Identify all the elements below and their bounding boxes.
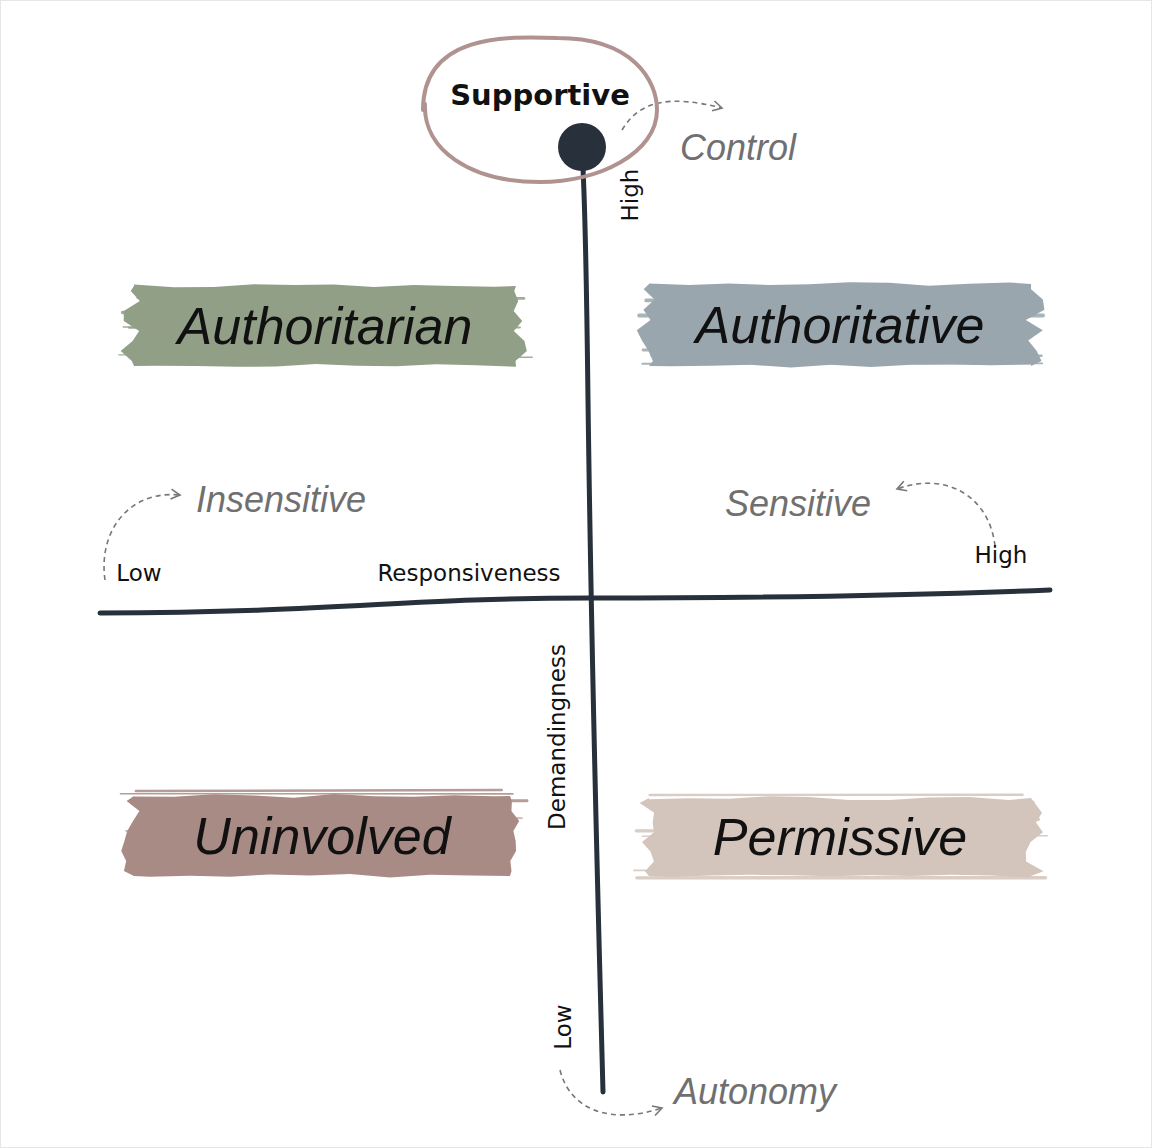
axis-pole-label: Insensitive	[196, 479, 366, 521]
axis-end-label: High	[617, 169, 643, 222]
axis-title: Responsiveness	[377, 560, 560, 586]
sensitive-arrow	[897, 483, 995, 546]
style-name: Uninvolved	[193, 806, 450, 866]
axis-end-label: High	[975, 542, 1028, 568]
style-band: Permissive	[627, 788, 1053, 886]
axis-title: Demandingness	[544, 644, 570, 830]
highlight-ellipse	[423, 37, 657, 182]
style-name: Permissive	[713, 807, 967, 867]
responsiveness-axis	[100, 590, 1050, 613]
brush-streak	[650, 794, 1023, 797]
brush-streak	[642, 362, 1042, 364]
brush-streak	[132, 801, 499, 805]
axis-end-label: Low	[116, 560, 161, 586]
brush-streak	[634, 870, 1030, 873]
brush-stroke	[121, 794, 519, 877]
style-band: Authoritarian	[112, 276, 538, 376]
brush-streak	[637, 876, 1046, 880]
demandingness-axis	[582, 150, 603, 1092]
control-arrow	[622, 101, 722, 130]
brush-streak	[121, 793, 513, 795]
axis-dot	[558, 123, 606, 171]
highlight-text: Supportive	[450, 78, 630, 112]
axis-pole-label: Autonomy	[674, 1071, 836, 1113]
axis-pole-label: Sensitive	[725, 483, 871, 525]
brush-streak	[659, 800, 1033, 804]
brush-stroke	[637, 282, 1045, 367]
style-name: Authoritative	[695, 295, 984, 355]
autonomy-arrow	[560, 1070, 662, 1115]
brush-streak	[129, 357, 532, 359]
style-band: Uninvolved	[112, 786, 532, 886]
style-band: Authoritative	[627, 274, 1053, 376]
brush-streak	[136, 789, 502, 792]
brush-streak	[651, 354, 1041, 357]
highlight-circle: Supportive	[420, 34, 660, 186]
brush-stroke	[121, 284, 527, 367]
axis-pole-label: Control	[680, 127, 796, 169]
style-name: Authoritarian	[178, 296, 473, 356]
axis-end-label: Low	[550, 1004, 576, 1049]
